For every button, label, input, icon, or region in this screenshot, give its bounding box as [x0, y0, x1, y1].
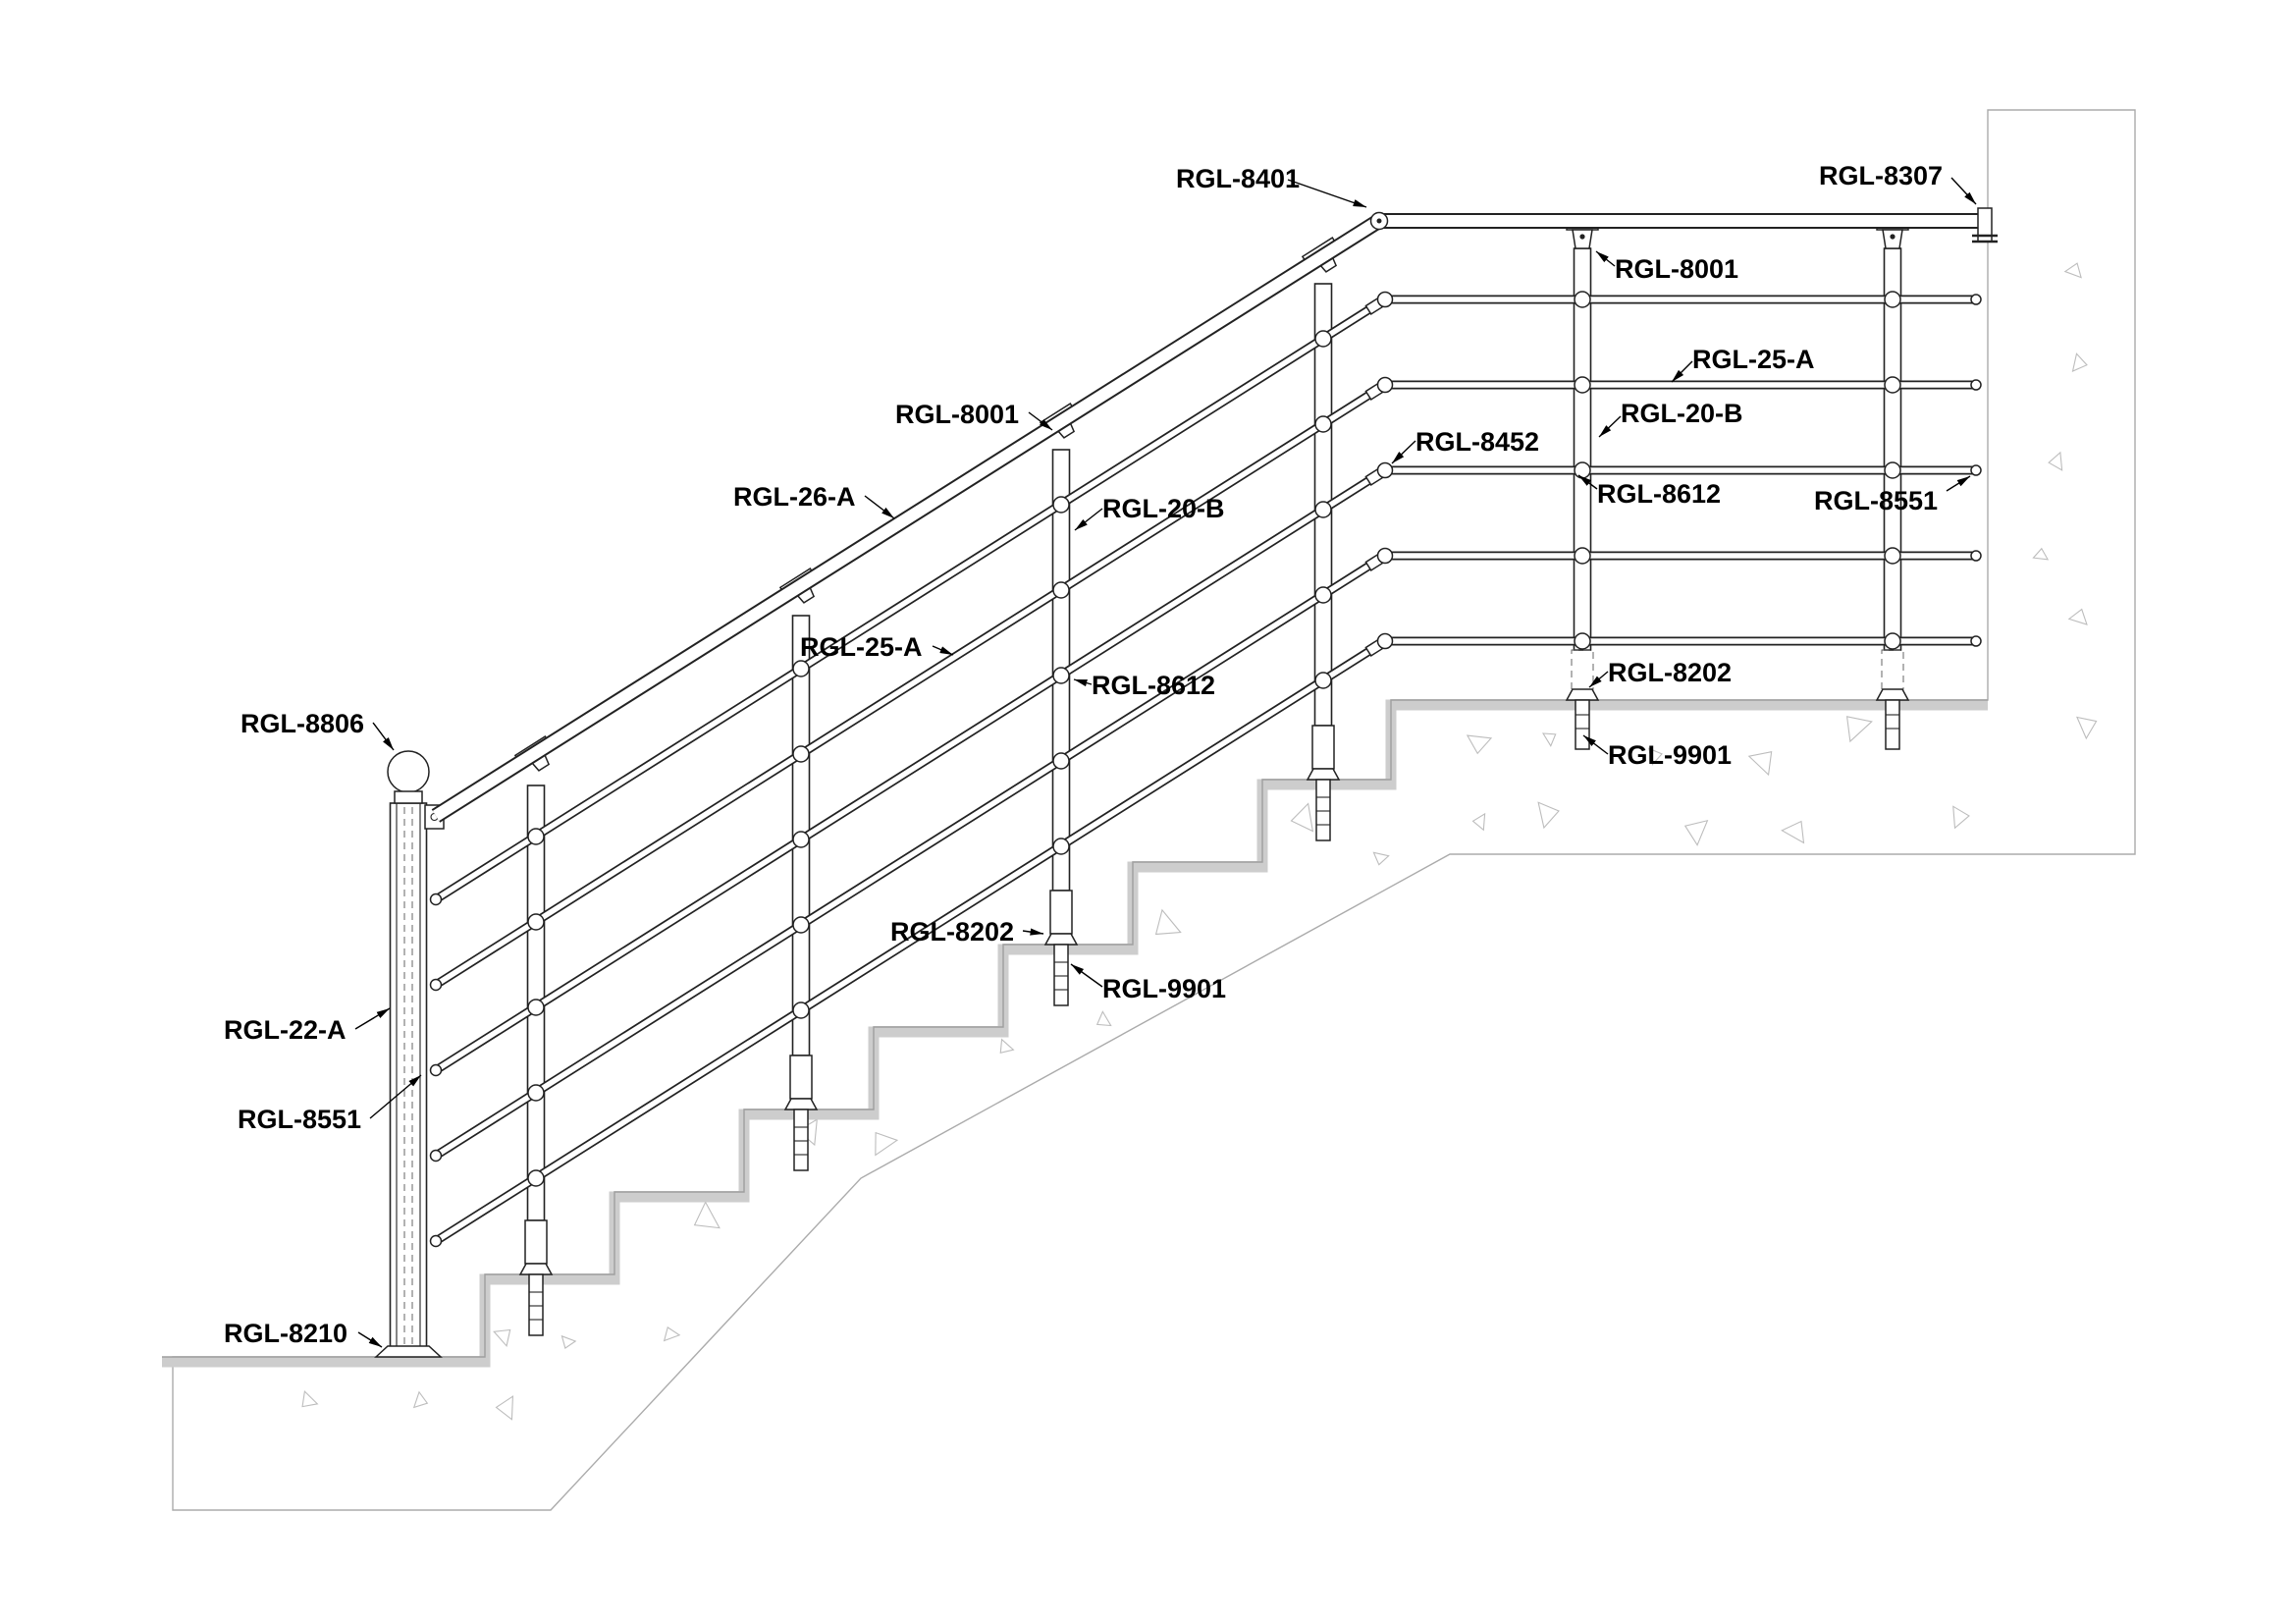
concrete-aggregate-hatch — [301, 262, 2098, 1421]
leader-crossover-landing — [1577, 474, 1598, 490]
start-post — [374, 750, 445, 1358]
leader-handrail-stair — [864, 495, 895, 519]
leader-crossover-stair — [1073, 678, 1093, 687]
leader-stud-landing — [1582, 734, 1609, 755]
label-stud-stair: RGL-9901 — [1102, 974, 1226, 1003]
label-post-stair: RGL-20-B — [1102, 494, 1225, 523]
infill-rods — [433, 295, 1976, 1245]
ball-collar — [394, 790, 423, 804]
label-base-flange: RGL-8210 — [224, 1319, 347, 1348]
leader-infill-stair — [932, 645, 954, 656]
leader-adjustable-connector — [1391, 440, 1416, 464]
corner-elbow — [1369, 211, 1389, 231]
leader-end-cap-landing — [1946, 475, 1971, 492]
label-saddle-stair: RGL-8001 — [895, 400, 1019, 429]
leader-post-landing — [1598, 415, 1622, 438]
rod-end-caps — [429, 294, 1982, 1248]
leader-post-stair — [1074, 508, 1103, 531]
label-infill-stair: RGL-25-A — [800, 632, 923, 662]
label-corner-elbow: RGL-8401 — [1176, 164, 1300, 193]
label-crossover-stair: RGL-8612 — [1092, 671, 1215, 700]
label-post-landing: RGL-20-B — [1621, 399, 1743, 428]
label-end-cap-landing: RGL-8551 — [1814, 486, 1938, 515]
ball-finial — [387, 750, 430, 793]
label-crossover-landing: RGL-8612 — [1597, 479, 1721, 509]
label-base-adapter-stair: RGL-8202 — [890, 917, 1014, 947]
label-end-cap-stair: RGL-8551 — [238, 1105, 361, 1134]
label-saddle-landing: RGL-8001 — [1615, 254, 1738, 284]
label-infill-landing: RGL-25-A — [1692, 345, 1815, 374]
finish-surface-line — [162, 699, 1988, 1358]
leader-base-adapter-stair — [1022, 928, 1044, 936]
leader-infill-landing — [1671, 360, 1693, 383]
label-stud-landing: RGL-9901 — [1608, 740, 1732, 770]
leader-corner-elbow — [1287, 179, 1367, 208]
label-ball-finial: RGL-8806 — [240, 709, 364, 738]
base-flange — [374, 1345, 443, 1358]
label-base-adapter-landing: RGL-8202 — [1608, 658, 1732, 687]
fittings — [429, 207, 1998, 1248]
leader-ball-finial — [372, 722, 395, 751]
crossover-holders — [527, 291, 1901, 1187]
finish-surface-band — [162, 699, 1988, 1368]
leader-stud-stair — [1070, 963, 1103, 988]
leader-saddle-stair — [1028, 411, 1053, 431]
label-wall-flange: RGL-8307 — [1819, 161, 1943, 190]
leader-start-post — [354, 1007, 391, 1030]
handrail — [431, 213, 1979, 823]
leader-base-flange — [357, 1331, 383, 1348]
concrete-outline — [172, 109, 2136, 1511]
label-start-post: RGL-22-A — [224, 1015, 347, 1045]
leader-end-cap-stair — [369, 1074, 422, 1119]
leader-wall-flange — [1950, 177, 1977, 205]
adjustable-connectors — [1364, 291, 1394, 657]
wall-flange — [1972, 207, 1998, 243]
leader-base-adapter-landing — [1588, 671, 1609, 688]
leader-saddle-landing — [1595, 250, 1616, 267]
label-handrail-stair: RGL-26-A — [733, 482, 856, 512]
callouts: RGL-8401 RGL-8307 RGL-8001 RGL-25-A RGL-… — [224, 161, 1977, 1348]
label-adjustable-connector: RGL-8452 — [1415, 427, 1539, 457]
